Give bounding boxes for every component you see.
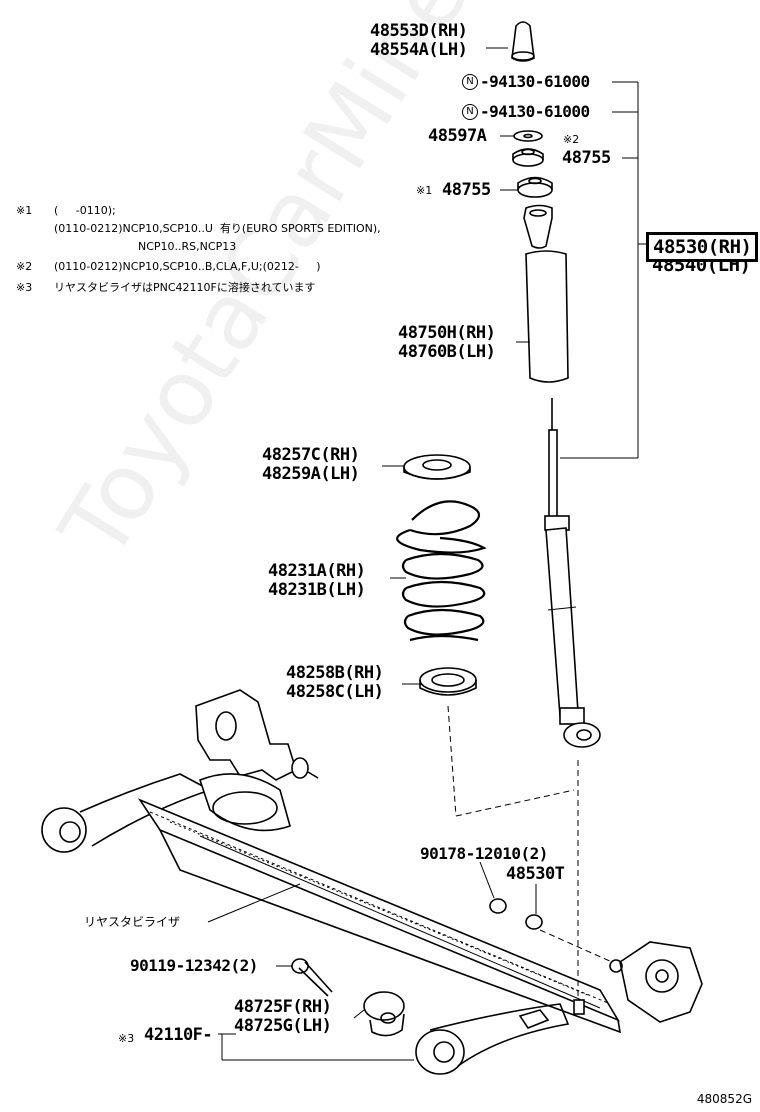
label-bolt-1[interactable]: 90178-12010(2)	[420, 844, 548, 863]
axle-beam-part	[41, 689, 703, 1075]
bump-stopper-top-part	[511, 21, 535, 62]
label-support-lh[interactable]: 48755	[442, 180, 491, 200]
upper-insulator-part	[403, 454, 471, 480]
label-upper-insulator-rh[interactable]: 48257C(RH)	[262, 445, 360, 465]
cover-part	[525, 250, 569, 383]
label-bushing-t[interactable]: 48530T	[506, 864, 565, 884]
label-bushing-arm-rh[interactable]: 48725F(RH)	[234, 997, 332, 1017]
bolt-1-part	[489, 898, 507, 914]
diagram-code: 480852G	[696, 1092, 752, 1106]
label-lower-insulator-rh[interactable]: 48258B(RH)	[286, 663, 384, 683]
coil-spring-part	[396, 500, 487, 642]
label-upper-insulator-lh[interactable]: 48259A(LH)	[262, 464, 360, 484]
note-3-line-1: リヤスタビライザはPNC42110Fに溶接されています	[54, 281, 316, 294]
label-absorber-rh[interactable]: 48530(RH)	[646, 232, 759, 262]
washer-part	[513, 130, 543, 142]
shock-absorber-part	[544, 398, 601, 748]
bushing-t-part	[525, 914, 543, 930]
label-cover-lh[interactable]: 48760B(LH)	[398, 342, 496, 362]
note-1-mark: ※1	[16, 204, 33, 217]
label-coil-spring-lh[interactable]: 48231B(LH)	[268, 580, 366, 600]
note-1-line-3: NCP10..RS,NCP13	[138, 240, 237, 253]
label-stabilizer[interactable]: リヤスタビライザ	[84, 915, 181, 929]
label-washer[interactable]: 48597A	[428, 126, 487, 146]
lower-insulator-part	[419, 667, 477, 696]
support-rh-part	[512, 148, 544, 167]
bushing-arm-part	[363, 991, 405, 1037]
label-nut-2[interactable]: -94130-61000	[480, 102, 590, 121]
note-1-line-2: (0110-0212)NCP10,SCP10..U 有り(EURO SPORTS…	[54, 222, 381, 235]
label-bump-stopper-top-rh[interactable]: 48553D(RH)	[370, 21, 468, 41]
mark-2: ※2	[563, 133, 580, 146]
label-coil-spring-rh[interactable]: 48231A(RH)	[268, 561, 366, 581]
nut-1-marker: N	[462, 74, 478, 90]
note-3-mark: ※3	[16, 281, 33, 294]
mark-1: ※1	[416, 184, 433, 197]
support-lh-part	[517, 176, 553, 198]
bolt-2-part	[291, 958, 333, 997]
label-bump-stopper-top-lh[interactable]: 48554A(LH)	[370, 40, 468, 60]
label-lower-insulator-lh[interactable]: 48258C(LH)	[286, 682, 384, 702]
label-axle-beam[interactable]: 42110F-	[144, 1025, 213, 1045]
nut-2-marker: N	[462, 104, 478, 120]
label-cover-rh[interactable]: 48750H(RH)	[398, 323, 496, 343]
label-bolt-2[interactable]: 90119-12342(2)	[130, 956, 258, 975]
note-1-line-1: ( -0110);	[54, 204, 116, 217]
label-bushing-arm-lh[interactable]: 48725G(LH)	[234, 1016, 332, 1036]
note-2-mark: ※2	[16, 260, 33, 273]
bump-stopper-part	[523, 204, 553, 249]
mark-3: ※3	[118, 1032, 135, 1045]
label-nut-1[interactable]: -94130-61000	[480, 72, 590, 91]
note-2-line-1: (0110-0212)NCP10,SCP10..B,CLA,F,U;(0212-…	[54, 260, 321, 273]
label-support-rh[interactable]: 48755	[562, 148, 611, 168]
